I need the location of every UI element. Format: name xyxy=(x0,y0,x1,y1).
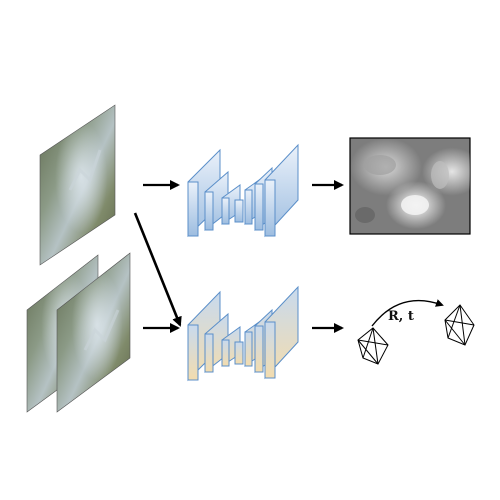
arrow-image-to-posenet xyxy=(133,212,182,327)
camera-pyramid-icon xyxy=(444,304,475,346)
pose-label: R, t xyxy=(388,309,414,324)
depth-map-output xyxy=(349,137,471,235)
input-image-pair-front xyxy=(56,252,131,413)
pose-network xyxy=(187,285,299,382)
curved-arrow-icon xyxy=(371,299,444,327)
input-image-single xyxy=(39,104,116,266)
camera-pyramid-icon xyxy=(357,327,389,365)
depth-network xyxy=(187,143,299,238)
